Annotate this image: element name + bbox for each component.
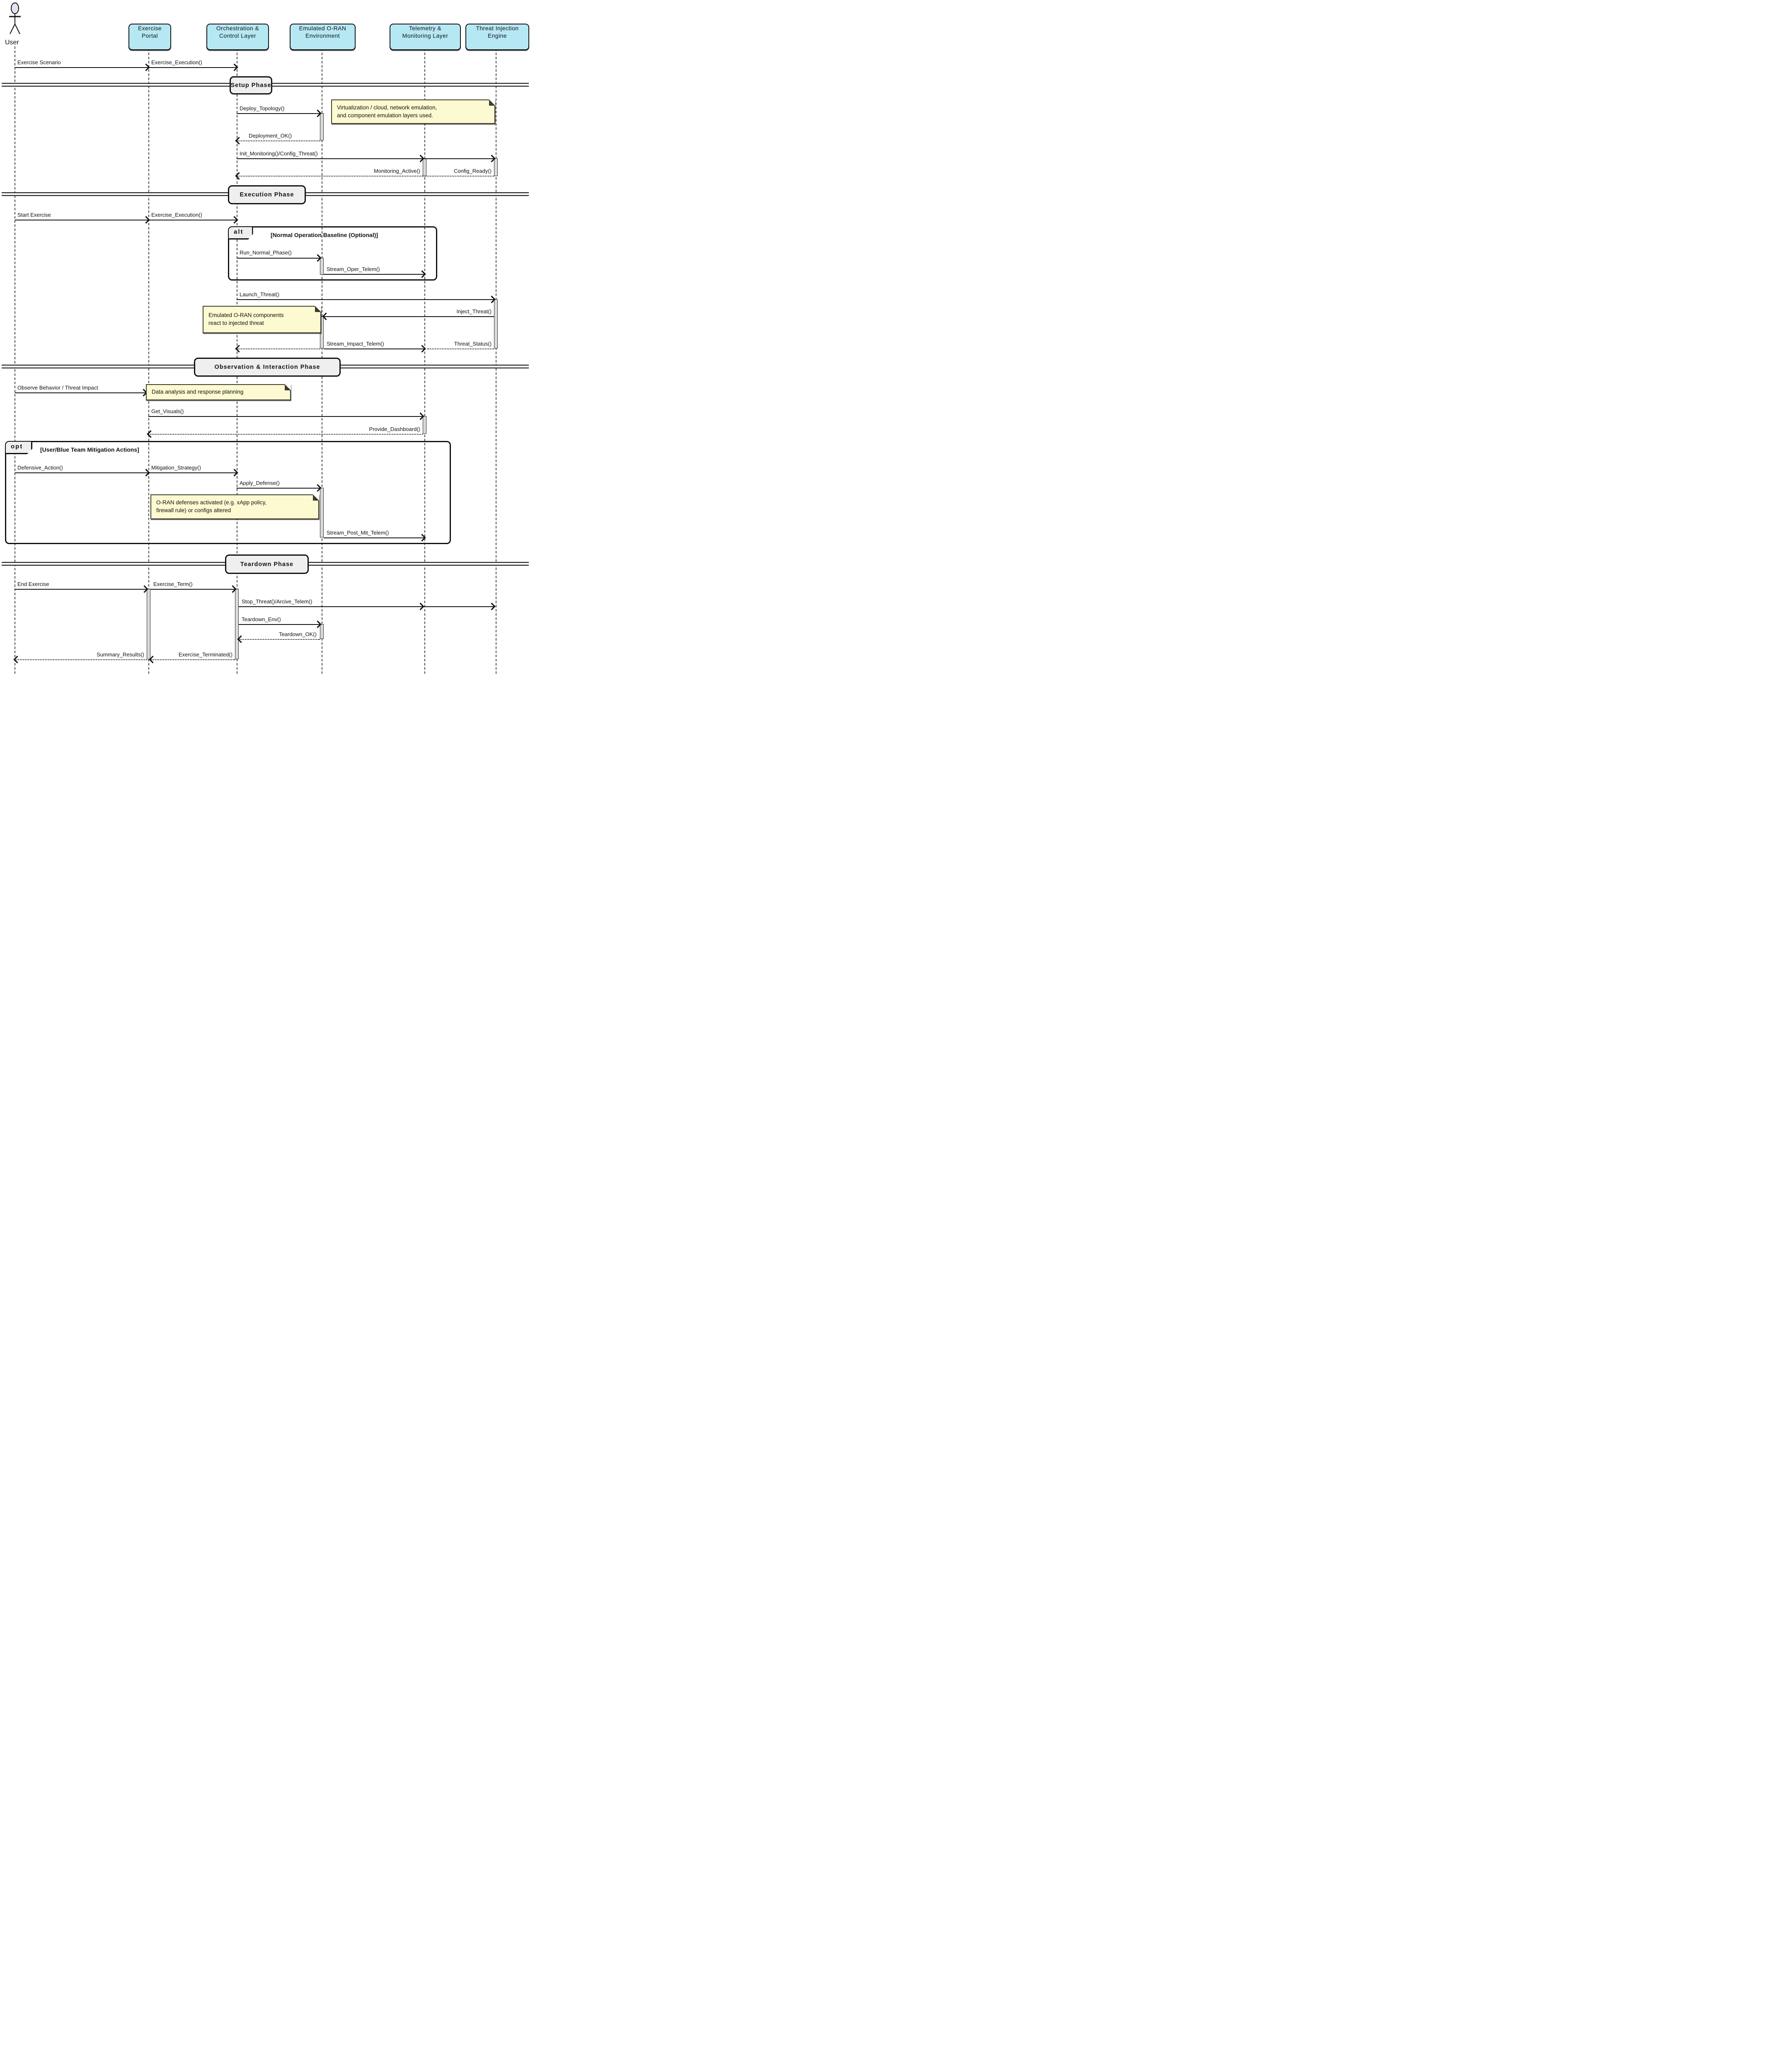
lifeline-telemetry	[424, 48, 425, 674]
participant-telemetry-monitoring-layer: Telemetry & Monitoring Layer	[390, 24, 461, 50]
frame-condition: [Normal Operation Baseline (Optional)]	[271, 232, 378, 238]
note-fold-icon	[315, 306, 321, 312]
activation-bar	[494, 299, 498, 349]
message-label: Init_Monitoring()/Config_Threat()	[240, 150, 318, 157]
divider-observation-phase: Observation & Interaction Phase	[194, 358, 341, 377]
message-label: Monitoring_Active()	[374, 168, 420, 174]
activation-bar	[320, 258, 324, 275]
note-text: Virtualization / cloud, network emulatio…	[337, 104, 437, 119]
divider-setup-phase: Setup Phase	[230, 76, 272, 94]
message-label: Provide_Dashboard()	[369, 426, 420, 432]
note-text: Emulated O-RAN components react to injec…	[208, 312, 284, 326]
activation-bar	[423, 416, 426, 434]
message-label: Config_Ready()	[453, 168, 492, 174]
message-label: Stream_Impact_Telem()	[327, 341, 384, 347]
participant-emulated-oran-environment: Emulated O-RAN Environment	[290, 24, 356, 50]
message-label: Mitigation_Strategy()	[151, 465, 201, 471]
opt-frame: opt [User/Blue Team Mitigation Actions]	[5, 441, 451, 544]
actor-label: User	[5, 39, 19, 46]
message-label: Deploy_Topology()	[240, 105, 285, 111]
frame-condition: [User/Blue Team Mitigation Actions]	[40, 446, 139, 453]
note-threat-reaction: Emulated O-RAN components react to injec…	[203, 306, 321, 333]
message-label: Inject_Threat()	[456, 308, 492, 315]
alt-frame: alt [Normal Operation Baseline (Optional…	[228, 226, 437, 281]
message-label: Exercise Scenario	[17, 59, 61, 65]
activation-bar	[320, 624, 324, 639]
participant-exercise-portal: Exercise Portal	[128, 24, 171, 50]
message-label: End Exercise	[17, 581, 49, 587]
divider-execution-phase: Execution Phase	[228, 185, 306, 204]
note-text: Data analysis and response planning	[152, 389, 244, 395]
note-defenses-activated: O-RAN defenses activated (e.g. xApp poli…	[150, 494, 319, 519]
participant-orchestration-control-layer: Orchestration & Control Layer	[206, 24, 269, 50]
message-label: Stop_Threat()/Arcive_Telem()	[242, 598, 312, 605]
activation-bar	[235, 589, 239, 659]
user-actor-icon	[9, 2, 21, 34]
message-label: Launch_Threat()	[240, 291, 280, 298]
message-label: Get_Visuals()	[151, 408, 184, 414]
divider-teardown-phase: Teardown Phase	[225, 554, 309, 574]
participant-threat-injection-engine: Threat Injection Engine	[465, 24, 529, 50]
note-text: O-RAN defenses activated (e.g. xApp poli…	[156, 499, 267, 513]
message-label: Run_Normal_Phase()	[240, 249, 292, 256]
message-label: Exercise_Term()	[153, 581, 193, 587]
activation-bar	[320, 488, 324, 537]
message-label: Summary_Results()	[97, 651, 144, 658]
activation-bar	[147, 589, 150, 659]
message-label: Teardown_Env()	[242, 616, 281, 622]
message-label: Defensive_Action()	[17, 465, 63, 471]
frame-operator-label: opt	[6, 442, 33, 454]
message-label: Observe Behavior / Threat Impact	[17, 385, 98, 391]
note-data-analysis: Data analysis and response planning	[146, 384, 291, 400]
message-label: Threat_Status()	[454, 341, 492, 347]
message-label: Stream_Post_Mit_Telem()	[327, 530, 389, 536]
message-label: Teardown_OK()	[279, 631, 317, 637]
message-label: Exercise_Terminated()	[178, 651, 233, 658]
lifeline-portal	[148, 48, 149, 674]
sequence-diagram: User Exercise Portal Orchestration & Con…	[0, 0, 530, 675]
activation-bar	[320, 113, 324, 140]
activation-bar	[423, 158, 426, 176]
activation-bar	[494, 158, 498, 176]
note-fold-icon	[489, 99, 495, 106]
note-fold-icon	[285, 384, 291, 390]
arrowhead-icon	[488, 603, 496, 610]
message-label: Exercise_Execution()	[151, 212, 202, 218]
message-label: Deployment_OK()	[249, 133, 292, 139]
message-label: Stream_Oper_Telem()	[327, 266, 380, 272]
note-setup-layers: Virtualization / cloud, network emulatio…	[331, 99, 495, 124]
arrowhead-icon	[417, 603, 424, 610]
message-label: Exercise_Execution()	[151, 59, 202, 65]
note-fold-icon	[313, 494, 319, 501]
frame-operator-label: alt	[229, 227, 253, 240]
message-label: Apply_Defense()	[240, 480, 280, 486]
message-label: Start Exercise	[17, 212, 51, 218]
